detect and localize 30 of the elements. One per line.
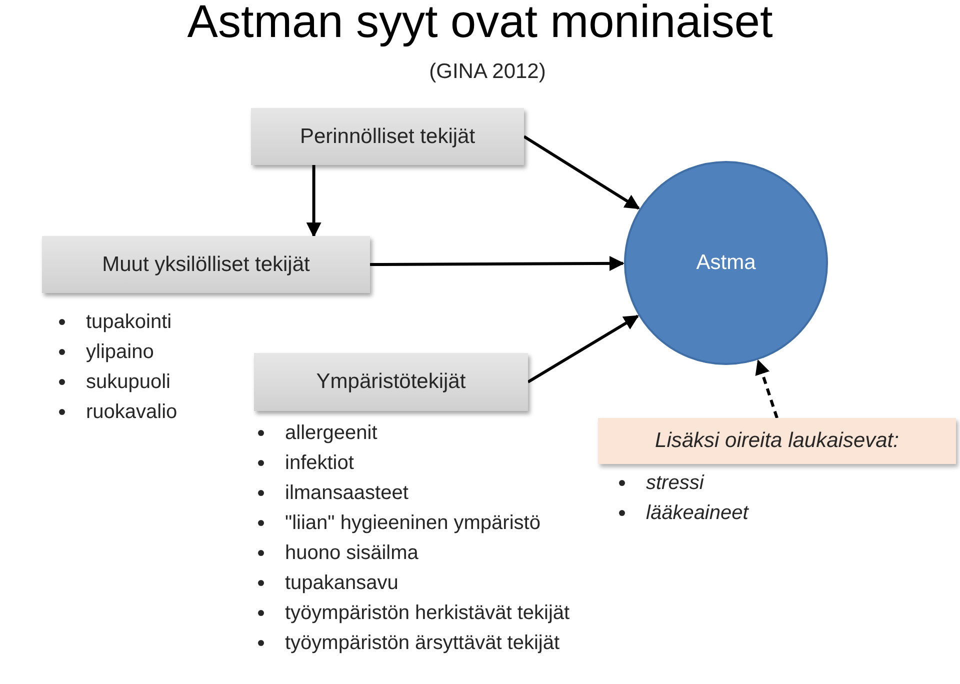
title: Astman syyt ovat moninaiset — [186, 0, 774, 48]
bullet-item: työympäristön herkistävät tekijät — [255, 598, 570, 628]
node-label: Ympäristötekijät — [316, 370, 466, 394]
bullet-item: allergeenit — [255, 418, 570, 448]
bullet-item: tupakansavu — [255, 568, 570, 598]
arrow — [527, 314, 639, 384]
bullet-item: sukupuoli — [56, 367, 178, 397]
trigger-box — [598, 418, 956, 464]
node-label: Astma — [696, 251, 756, 275]
arrow — [370, 256, 624, 271]
node-label: Muut yksilölliset tekijät — [102, 252, 310, 276]
node-label: Perinnölliset tekijät — [300, 124, 476, 148]
arrow — [306, 165, 322, 238]
bullet-item: stressi — [616, 468, 748, 498]
bullet-item: "liian" hygieeninen ympäristö — [255, 508, 570, 538]
bullet-item: infektiot — [255, 448, 570, 478]
factor-box — [42, 236, 370, 293]
bullet-item: ilmansaasteet — [255, 478, 570, 508]
node-label: Lisäksi oireita laukaisevat: — [655, 429, 899, 453]
subtitle: (GINA 2012) — [428, 60, 547, 84]
bullet-item: ruokavalio — [56, 397, 178, 427]
arrow — [523, 135, 640, 210]
factor-box — [251, 108, 524, 165]
bullet-item: ylipaino — [56, 337, 178, 367]
factor-box — [254, 353, 528, 411]
bullet-item: huono sisäilma — [255, 538, 570, 568]
bullet-item: työympäristön ärsyttävät tekijät — [255, 628, 570, 658]
arrow — [755, 359, 778, 418]
bullet-item: lääkeaineet — [616, 498, 748, 528]
bullet-item: tupakointi — [56, 307, 178, 337]
